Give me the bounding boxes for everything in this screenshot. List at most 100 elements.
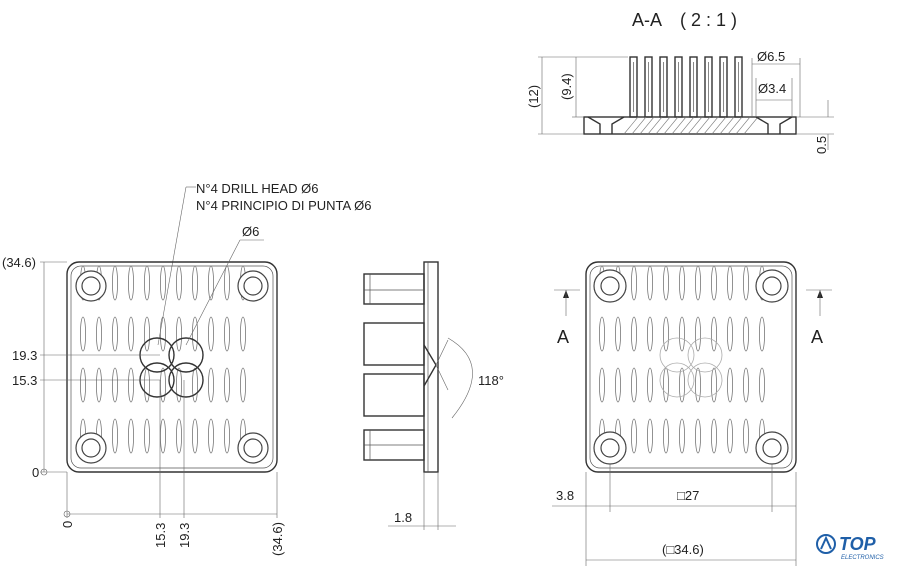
dim-section-fin-height: (9.4) [559,73,574,100]
dim-front-top: (34.6) [2,255,36,270]
dim-section-inner-dia: Ø3.4 [758,81,786,96]
section-scale: ( 2 : 1 ) [680,10,737,30]
fin-slot [743,367,750,403]
fin-slot [631,418,638,454]
fin-slot [96,316,103,352]
fin-slot [239,367,246,403]
fin-slot [175,367,182,403]
fin-slot [695,265,702,301]
fin-slot [143,316,150,352]
fin-slot [191,367,198,403]
fin-slot [191,418,198,454]
hatch-line [695,116,711,135]
fin-slot [599,367,606,403]
fin-slot [743,316,750,352]
fin-slot [711,316,718,352]
back-view: A A 3.8 □27 (□34.6) [552,261,832,566]
fin-slot [727,418,734,454]
hatch-line [679,116,695,135]
drill-note: N°4 DRILL HEAD Ø6 N°4 PRINCIPIO DI PUNTA… [157,181,371,346]
hatch-line [623,116,639,135]
fin-slot [127,265,134,301]
fin-slot [631,316,638,352]
fin-slot [223,265,230,301]
fin-slot [175,265,182,301]
dim-side-angle: 118° [478,373,504,388]
fin-slot [143,265,150,301]
back-ghost-drill [659,337,723,398]
dim-front-15-3: 15.3 [12,373,37,388]
section-hole-right [755,116,793,134]
fin-slot [127,367,134,403]
hatch-line [647,116,663,135]
fin-slot [727,316,734,352]
company-logo: TOP ELECTRONICS [816,534,884,561]
dim-back-offset: 3.8 [556,488,574,503]
fin-slot [631,367,638,403]
logo-sub: ELECTRONICS [841,555,884,561]
hatch-line [687,116,703,135]
fin-slot [615,316,622,352]
drill-note-line2: N°4 PRINCIPIO DI PUNTA Ø6 [196,198,371,213]
fin-slot [759,367,766,403]
fin-slot [207,265,214,301]
fin-slot [207,367,214,403]
hatch-line [735,116,751,135]
fin-slot [663,418,670,454]
fin-slot [743,418,750,454]
fin-slot [743,265,750,301]
fin-slot [679,265,686,301]
fin-slot [647,418,654,454]
fin-slot [96,367,103,403]
fin-slot [175,418,182,454]
fin-slot [112,418,119,454]
section-marker-left: A [557,327,569,347]
fin-slot [647,265,654,301]
fin-slot [80,367,87,403]
section-fins [629,56,743,118]
front-plate-inner [70,265,274,469]
fin-slot [679,418,686,454]
hatch-line [671,116,687,135]
fin-slot [143,367,150,403]
fin-slot [239,316,246,352]
hatch-line [703,116,719,135]
fin-slot [223,367,230,403]
hatch-line [663,116,679,135]
fin-slot [615,367,622,403]
side-view: 118° 1.8 [363,261,504,530]
dim-front-x-right: (34.6) [270,522,285,556]
fin-slot [711,418,718,454]
front-slots [80,265,246,454]
fin-slot [223,316,230,352]
fin-slot [191,316,198,352]
dim-front-zero: 0 [32,465,39,480]
dim-front-x-19-3: 19.3 [177,523,192,548]
logo-name: TOP [839,534,877,554]
section-marker-right: A [811,327,823,347]
fin-slot [175,316,182,352]
dim-front-x-15-3: 15.3 [153,523,168,548]
dim-front-19-3: 19.3 [12,348,37,363]
fin-slot [663,367,670,403]
fin-slot [663,316,670,352]
fin-slot [727,265,734,301]
fin-slot [695,418,702,454]
section-base-hatch [623,116,759,135]
fin-slot [711,367,718,403]
fin-slot [663,265,670,301]
dim-side-thickness: 1.8 [394,510,412,525]
fin-slot [759,316,766,352]
fin-slot [647,316,654,352]
fin-slot [599,316,606,352]
fin-slot [207,316,214,352]
fin-slot [647,367,654,403]
dim-section-base: 0.5 [814,136,829,154]
dim-front-dia: Ø6 [242,224,259,239]
fin-slot [127,316,134,352]
logo-icon [816,534,836,554]
fin-slot [159,265,166,301]
back-slots [599,265,766,454]
fin-slot [695,367,702,403]
